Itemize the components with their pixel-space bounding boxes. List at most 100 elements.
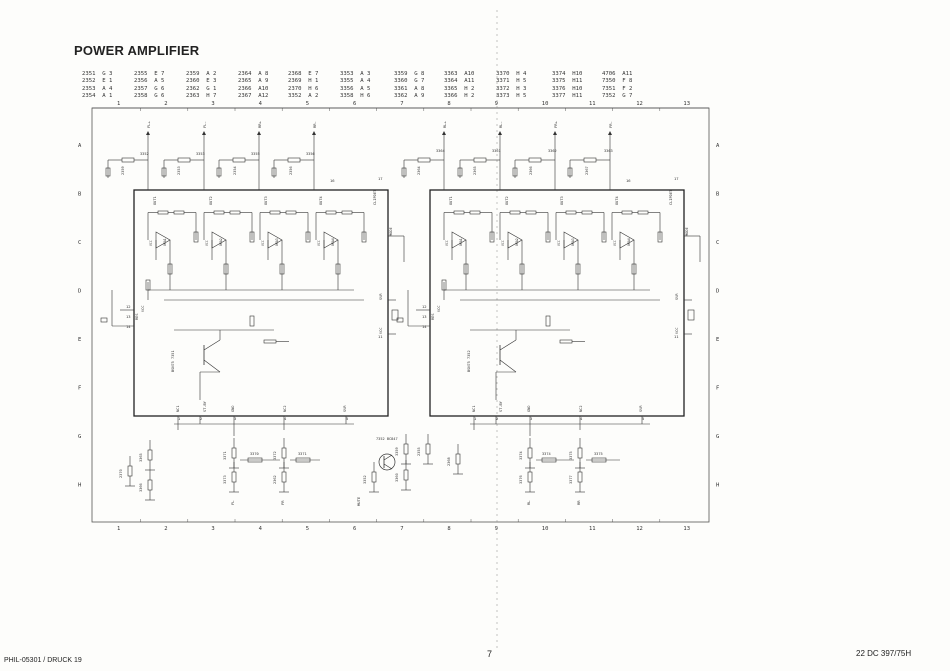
resistor [391,309,399,321]
component-ref: 3359 [395,447,399,456]
signal-label: MUTE [356,496,361,506]
resistor [193,231,199,243]
wire [499,339,517,351]
footer-document-code: PHIL-05301 / DRUCK 19 [4,657,82,664]
pin-label: ST-BY [203,400,207,412]
component-ref: 3371 [223,451,227,460]
resistor [249,231,255,243]
grid-column-label: 5 [306,101,309,107]
footer-page-number: 7 [487,649,493,659]
pin-label: VCC [557,240,561,246]
signal-label: RL- [498,121,503,128]
resistor [231,471,237,483]
component-ref: 3364 [436,149,445,153]
grid-row-label: C [78,240,81,246]
component-ref: 3376 [519,475,523,484]
resistor [325,210,337,215]
schematic-frame [91,107,710,523]
op-amp-label: OPA1 [163,238,167,246]
resistor [167,263,173,275]
pin-label: CLIPDET [373,189,377,205]
ref-table-column: 3363 A10 3364 A11 3365 H 2 3366 H 2 [444,71,475,99]
pin-number: 13 [422,314,427,319]
resistor [565,210,577,215]
resistor [525,210,537,215]
component-ref: 3360 [395,473,399,482]
component-ref: 3377 [569,475,573,484]
resistor [396,317,404,323]
component-ref: 3371 [298,452,307,456]
grid-column-label: 2 [164,526,167,532]
pin-label: VCC [437,306,441,313]
pin-label: VCC [205,240,209,246]
component-ref: 3375 [569,451,573,460]
resistor [519,263,525,275]
grid-column-label: 4 [259,526,263,532]
grid-column-label: 11 [589,526,596,532]
pin-label: OUT2 [209,196,213,205]
resistor [545,231,551,243]
component-ref: 3365 [139,453,143,462]
resistor [269,210,281,215]
pin-label: OUT1 [153,196,157,205]
resistor [157,210,169,215]
ic-body [133,189,389,417]
grid-column-label: 3 [211,101,214,107]
component-ref: 3352 [363,475,367,484]
pin-number: 14 [422,324,427,329]
component-ref: 2370 [119,469,123,478]
grid-column-label: 10 [542,101,549,107]
grid-column-label: 13 [683,101,690,107]
resistor [295,457,311,463]
op-amp-label: OPA4 [627,238,631,246]
grid-row-label: E [716,337,719,343]
ref-table-column: 3353 A 3 3355 A 4 3356 A 5 3358 H 6 [340,71,371,99]
pin-label: VCC [675,328,679,335]
op-amp-label: OPA1 [459,238,463,246]
pin-number: 1 [178,416,181,421]
resistor [528,157,542,163]
grid-column-label: 3 [211,526,214,532]
resistor [583,157,597,163]
pin-label: VCC [445,240,449,246]
grid-column-label: 6 [353,526,356,532]
resistor [287,157,301,163]
grid-column-label: 8 [447,101,450,107]
resistor [591,457,607,463]
component-ref: 2362 [273,475,277,484]
op-amp-label: OPA4 [331,238,335,246]
pin-label: VCC [141,306,145,313]
arrow-icon [553,131,557,135]
grid-row-label: D [716,289,719,295]
pin-label: MODE [685,227,689,236]
pin-label: NC2 [283,406,287,413]
grid-row-label: G [716,434,719,440]
pin-number: 14 [126,324,131,329]
wire [499,359,517,373]
component-ref: 3356 [306,152,315,156]
resistor [473,157,487,163]
pin-number: 4 [284,416,287,421]
grid-column-label: 9 [495,526,498,532]
component-ref: 3363 [604,149,613,153]
pin-label: OUT1 [449,196,453,205]
resistor [127,465,133,477]
component-ref: 3374 [542,452,551,456]
wire [383,454,393,461]
pin-number: 2 [200,416,202,421]
pin-number: 3 [234,416,236,421]
grid-row-label: F [78,386,81,392]
pin-label: VCC [149,240,153,246]
resistor [425,443,431,455]
resistor [371,471,377,483]
grid-column-label: 11 [589,101,596,107]
pin-label: GND [527,406,531,413]
grid-row-label: E [78,337,81,343]
resistor [577,447,583,459]
op-amp-label: OPA2 [219,238,223,246]
pin-label: SVR [639,405,643,412]
signal-label: FL- [202,121,207,128]
